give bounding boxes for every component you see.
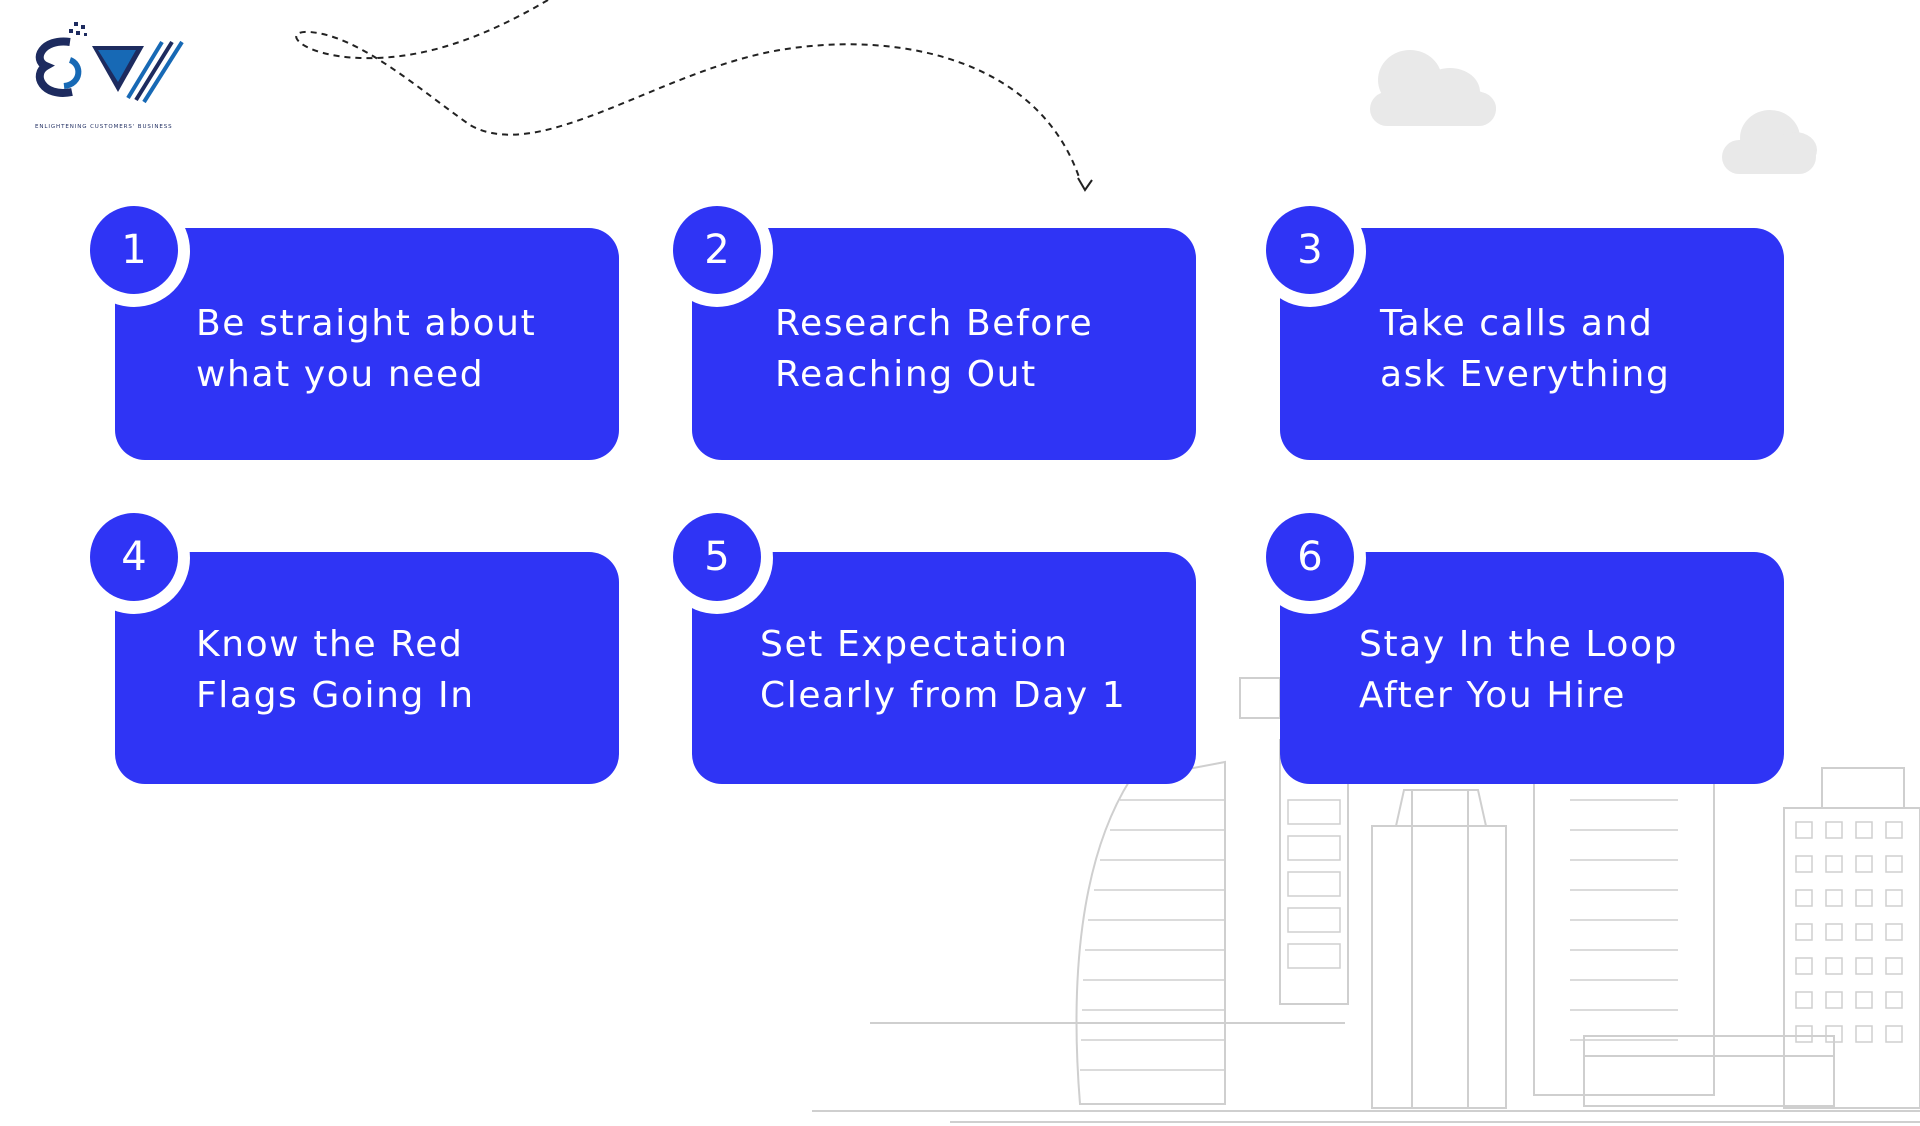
logo-mark-icon <box>35 22 184 104</box>
step-card-6: Stay In the Loop After You Hire <box>1280 552 1784 784</box>
company-logo: ENLIGHTENING CUSTOMERS' BUSINESS <box>32 20 192 135</box>
step-5-line-2: Clearly from Day 1 <box>760 675 1127 716</box>
step-card-2: Research Before Reaching Out <box>692 228 1196 460</box>
step-3-line-2: ask Everything <box>1380 354 1671 395</box>
cloud-icon <box>1722 110 1817 174</box>
step-number-badge-6: 6 <box>1266 513 1354 601</box>
dashed-path <box>295 0 1081 181</box>
step-3-line-1: Take calls and <box>1380 303 1654 344</box>
step-1-line-1: Be straight about <box>196 303 537 344</box>
step-number-badge-5: 5 <box>673 513 761 601</box>
step-4-line-1: Know the Red <box>196 624 464 665</box>
cloud-icon <box>1370 50 1496 126</box>
step-number-badge-3: 3 <box>1266 206 1354 294</box>
step-1-line-2: what you need <box>196 354 485 395</box>
dashed-path-arrowhead <box>1077 177 1093 192</box>
step-2-line-2: Reaching Out <box>775 354 1037 395</box>
step-card-5: Set Expectation Clearly from Day 1 <box>692 552 1196 784</box>
logo-tagline: ENLIGHTENING CUSTOMERS' BUSINESS <box>35 124 173 130</box>
step-2-line-1: Research Before <box>775 303 1094 344</box>
step-number-badge-4: 4 <box>90 513 178 601</box>
step-number-badge-1: 1 <box>90 206 178 294</box>
step-number-badge-2: 2 <box>673 206 761 294</box>
step-card-3: Take calls and ask Everything <box>1280 228 1784 460</box>
step-5-line-1: Set Expectation <box>760 624 1069 665</box>
step-card-1: Be straight about what you need <box>115 228 619 460</box>
step-4-line-2: Flags Going In <box>196 675 475 716</box>
step-6-line-2: After You Hire <box>1359 675 1627 716</box>
step-6-line-1: Stay In the Loop <box>1359 624 1679 665</box>
step-card-4: Know the Red Flags Going In <box>115 552 619 784</box>
